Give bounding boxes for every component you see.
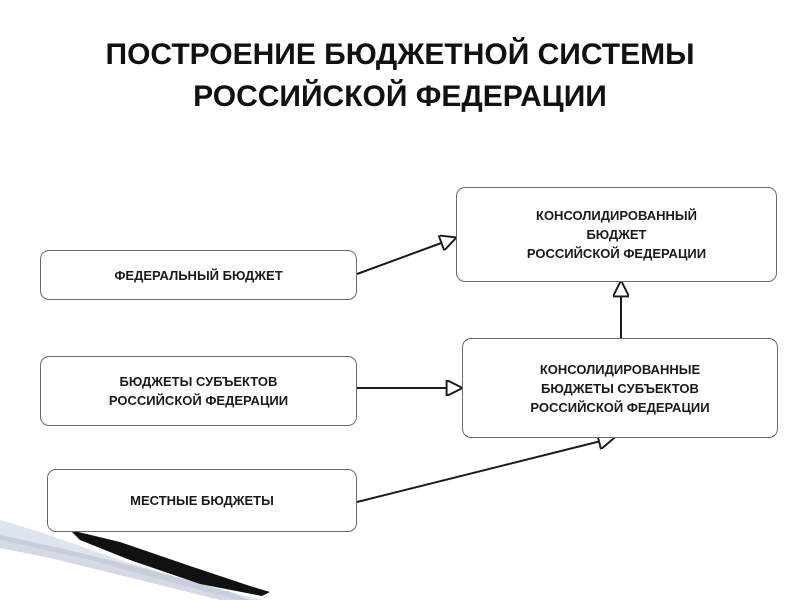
node-subjects-budgets-label: БЮДЖЕТЫ СУБЪЕКТОВ РОССИЙСКОЙ ФЕДЕРАЦИИ [108,374,289,408]
node-consolidated-subjects-budgets-label: КОНСОЛИДИРОВАННЫЕ БЮДЖЕТЫ СУБЪЕКТОВ РОСС… [530,361,710,415]
node-subjects-budgets: БЮДЖЕТЫ СУБЪЕКТОВ РОССИЙСКОЙ ФЕДЕРАЦИИ [40,356,357,426]
node-local-budgets: МЕСТНЫЕ БЮДЖЕТЫ [47,469,357,532]
node-federal-budget-label: ФЕДЕРАЛЬНЫЙ БЮДЖЕТ [114,267,283,283]
node-consolidated-subjects-budgets: КОНСОЛИДИРОВАННЫЕ БЮДЖЕТЫ СУБЪЕКТОВ РОСС… [462,338,778,438]
node-consolidated-rf-budget: КОНСОЛИДИРОВАННЫЙ БЮДЖЕТ РОССИЙСКОЙ ФЕДЕ… [456,187,777,282]
node-local-budgets-label: МЕСТНЫЕ БЮДЖЕТЫ [130,493,274,508]
arrow-federal-to-consolidated-rf [356,238,455,275]
page-title-line-1: ПОСТРОЕНИЕ БЮДЖЕТНОЙ СИСТЕМЫ [105,38,695,71]
node-federal-budget: ФЕДЕРАЛЬНЫЙ БЮДЖЕТ [40,250,357,300]
node-consolidated-rf-budget-label: КОНСОЛИДИРОВАННЫЙ БЮДЖЕТ РОССИЙСКОЙ ФЕДЕ… [526,208,707,261]
page-title: ПОСТРОЕНИЕ БЮДЖЕТНОЙ СИСТЕМЫ РОССИЙСКОЙ … [0,34,800,118]
arrow-local-to-consolidated-subjects [356,438,613,503]
page-title-line-2: РОССИЙСКОЙ ФЕДЕРАЦИИ [193,80,607,113]
